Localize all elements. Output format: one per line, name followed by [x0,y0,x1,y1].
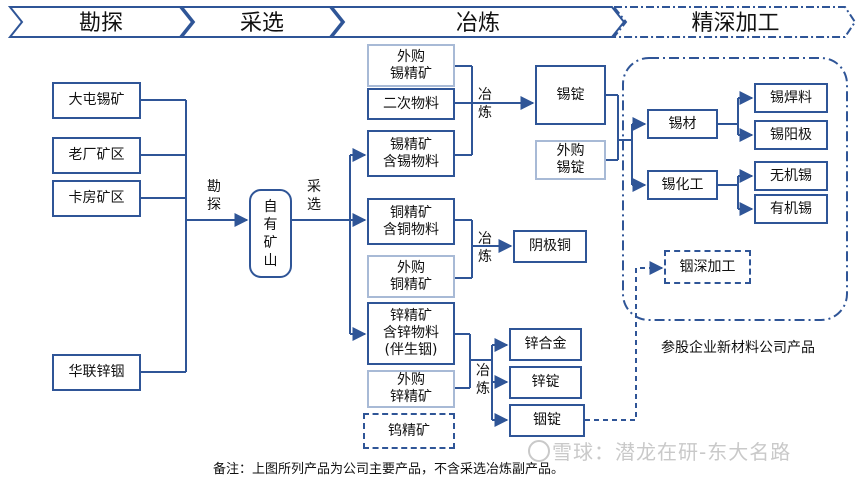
tin-ingot: 锡锭 [535,65,606,125]
label-yelian-copper: 冶 炼 [478,231,492,265]
stage-chevron-kantan [7,6,194,38]
stage-label-jingshen: 精深加工 [691,11,780,36]
inorganic-tin: 无机锡 [754,161,828,191]
affiliate-group-caption: 参股企业新材料公司产品 [661,340,815,356]
stage-chevron-jingshen [611,6,857,38]
copper-concentrate: 铜精矿 含铜物料 [367,198,455,245]
indium-deep-processing: 铟深加工 [664,250,751,284]
secondary-material: 二次物料 [367,88,455,120]
stage-label-yelian: 冶炼 [455,11,500,36]
affiliate-group-frame [622,57,848,321]
stage-label-caixuan: 采选 [239,11,284,36]
zinc-alloy: 锌合金 [509,328,582,361]
label-caixuan: 采 选 [307,179,321,213]
tin-solder: 锡焊料 [754,83,828,113]
mine-datun: 大屯锡矿 [52,82,141,119]
tin-chemicals: 锡化工 [647,170,718,200]
stage-label-kantan: 勘探 [78,11,123,36]
zinc-concentrate: 锌精矿 含锌物料 (伴生铟) [367,302,455,365]
purchased-tin-concentrate: 外购 锡精矿 [367,44,455,87]
tin-concentrate: 锡精矿 含锡物料 [367,130,455,177]
zinc-ingot: 锌锭 [509,366,582,399]
label-yelian-tin: 冶 炼 [478,87,492,121]
cathode-copper: 阴极铜 [513,230,587,263]
footnote: 备注：上图所列产品为公司主要产品，不含采选冶炼副产品。 [213,462,565,477]
mine-hualian: 华联锌铟 [52,354,141,391]
label-yelian-zinc: 冶 炼 [476,363,490,397]
tin-material: 锡材 [647,109,718,139]
watermark-icon [528,440,550,462]
label-kantan: 勘 探 [207,179,221,213]
organic-tin: 有机锡 [754,194,828,224]
stage-chevron-caixuan [179,6,344,38]
mine-kafang: 卡房矿区 [52,180,141,217]
purchased-zinc-concentrate: 外购 锌精矿 [367,370,455,408]
stage-chevron-yelian [329,6,626,38]
indium-ingot: 铟锭 [509,404,585,437]
purchased-copper-concentrate: 外购 铜精矿 [367,255,455,298]
own-mine: 自 有 矿 山 [249,189,292,278]
indium-dashed-connector [585,261,664,421]
watermark: 雪球：潜龙在研-东大名路 [552,440,792,464]
purchased-tin-ingot: 外购 锡锭 [535,140,606,180]
tungsten-concentrate: 钨精矿 [363,413,455,449]
tin-anode: 锡阳极 [754,120,828,150]
mine-laochang: 老厂矿区 [52,137,141,174]
